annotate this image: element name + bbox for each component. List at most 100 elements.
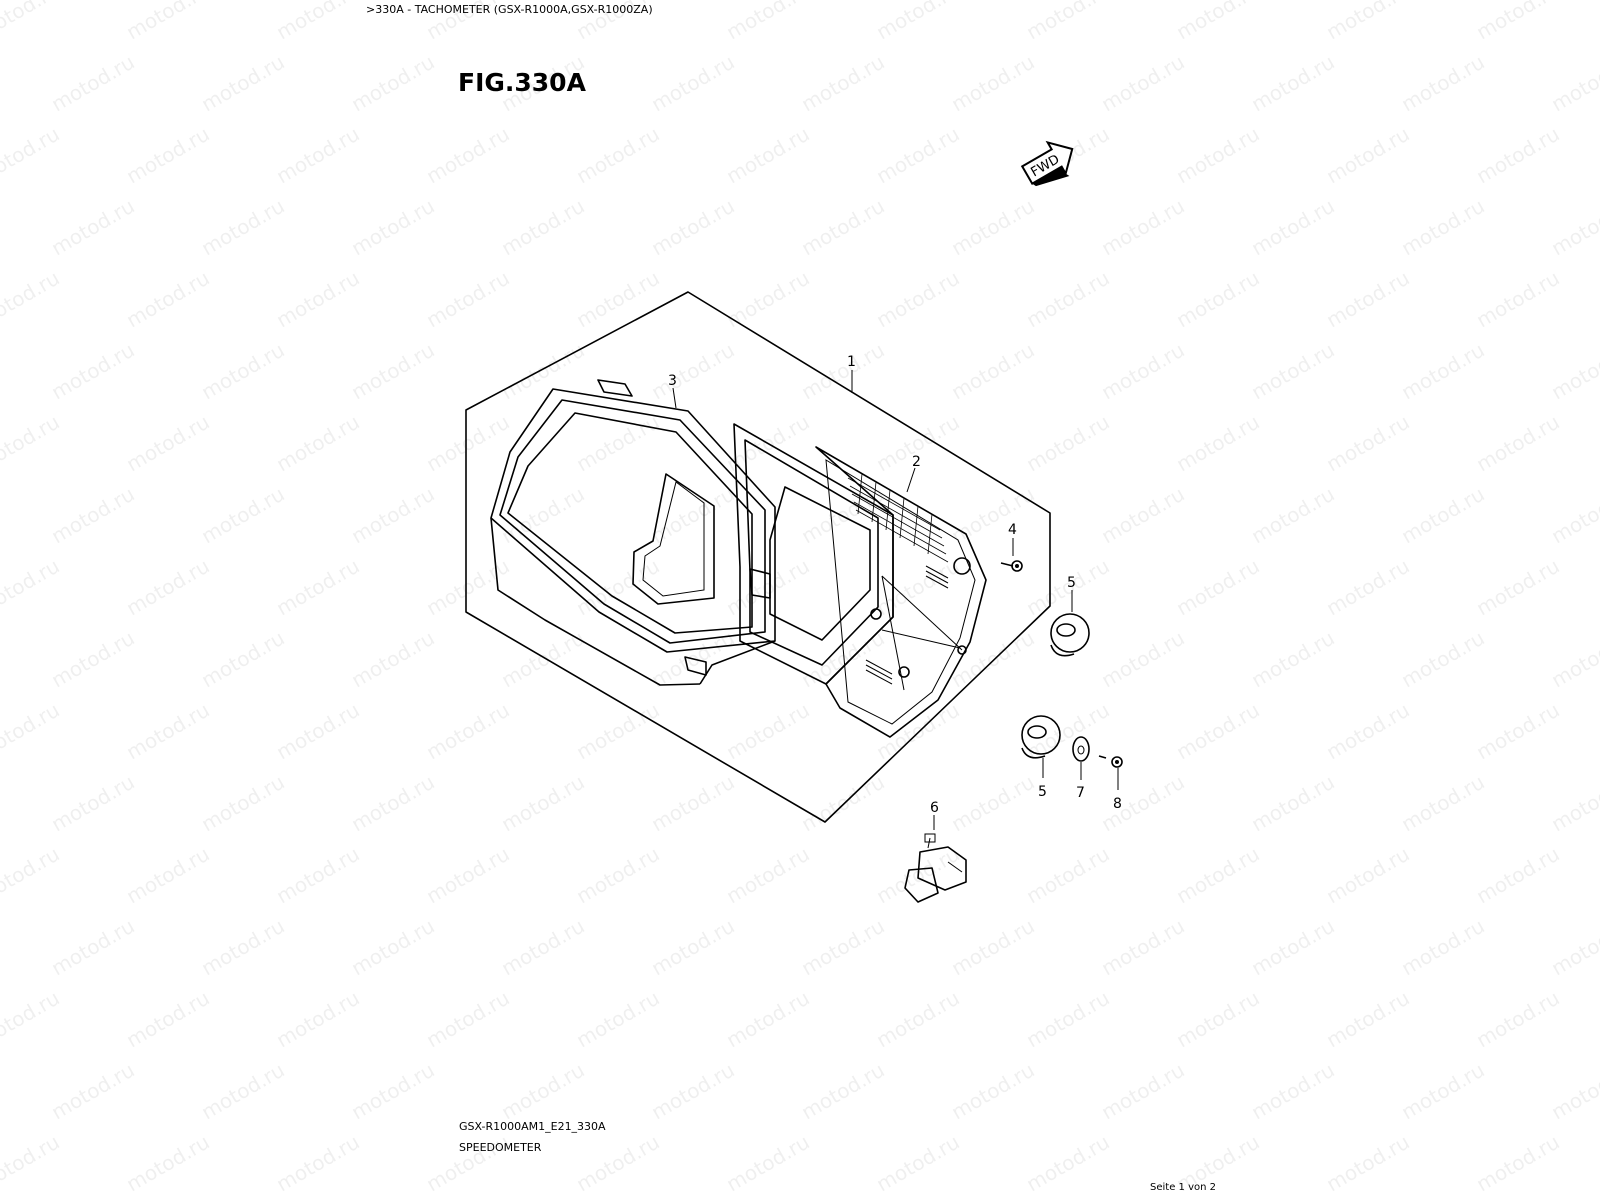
watermark-text: motod.ru (272, 266, 363, 333)
watermark-text: motod.ru (0, 986, 64, 1053)
watermark-text: motod.ru (497, 50, 588, 117)
watermark-text: motod.ru (347, 194, 438, 261)
watermark-text: motod.ru (1097, 338, 1188, 405)
watermark-text: motod.ru (572, 122, 663, 189)
watermark-text: motod.ru (872, 554, 963, 621)
watermark-text: motod.ru (197, 482, 288, 549)
watermark-text: motod.ru (797, 914, 888, 981)
watermark-text: motod.ru (1322, 842, 1413, 909)
watermark-text: motod.ru (197, 50, 288, 117)
watermark-text: motod.ru (47, 338, 138, 405)
watermark-text: motod.ru (1322, 554, 1413, 621)
watermark-text: motod.ru (647, 338, 738, 405)
callout-5-lower: 5 (1038, 784, 1047, 800)
watermark-text: motod.ru (722, 0, 813, 44)
watermark-text: motod.ru (1547, 770, 1600, 837)
watermark-text: motod.ru (872, 266, 963, 333)
watermark-text: motod.ru (272, 122, 363, 189)
callout-8: 8 (1113, 796, 1122, 812)
figure-title: FIG.330A (458, 68, 586, 97)
watermark-text: motod.ru (1322, 122, 1413, 189)
watermark-text: motod.ru (272, 410, 363, 477)
watermark-text: motod.ru (1022, 0, 1113, 44)
watermark-text: motod.ru (1097, 482, 1188, 549)
watermark-text: motod.ru (572, 1130, 663, 1197)
watermark-text: motod.ru (497, 626, 588, 693)
watermark-text: motod.ru (272, 0, 363, 44)
watermark-text: motod.ru (1322, 698, 1413, 765)
screw-part-8 (1098, 755, 1123, 768)
watermark-text: motod.ru (272, 554, 363, 621)
watermark-text: motod.ru (1397, 338, 1488, 405)
watermark-text: motod.ru (0, 554, 64, 621)
screw-part-4 (1000, 560, 1023, 572)
watermark-text: motod.ru (122, 0, 213, 44)
watermark-text: motod.ru (1172, 554, 1263, 621)
watermark-text: motod.ru (347, 482, 438, 549)
callout-3: 3 (668, 373, 677, 389)
watermark-text: motod.ru (272, 986, 363, 1053)
page-number: Seite 1 von 2 (1150, 1182, 1216, 1193)
watermark-text: motod.ru (1397, 770, 1488, 837)
watermark-text: motod.ru (422, 410, 513, 477)
watermark-text: motod.ru (1397, 482, 1488, 549)
watermark-text: motod.ru (1097, 770, 1188, 837)
watermark-text: motod.ru (1397, 626, 1488, 693)
watermark-text: motod.ru (1172, 0, 1263, 44)
watermark-text: motod.ru (1397, 1058, 1488, 1125)
watermark-text: motod.ru (947, 770, 1038, 837)
watermark-text: motod.ru (1397, 194, 1488, 261)
watermark-text: motod.ru (422, 0, 513, 44)
watermark-text: motod.ru (797, 770, 888, 837)
watermark-text: motod.ru (47, 194, 138, 261)
callout-1: 1 (847, 354, 856, 370)
watermark-text: motod.ru (722, 122, 813, 189)
grommet-part-5-lower (1021, 715, 1061, 759)
watermark-text: motod.ru (422, 1130, 513, 1197)
watermark-text: motod.ru (572, 986, 663, 1053)
watermark-text: motod.ru (1547, 626, 1600, 693)
watermark-text: motod.ru (422, 122, 513, 189)
watermark-text: motod.ru (722, 842, 813, 909)
watermark-text: motod.ru (1472, 122, 1563, 189)
watermark-text: motod.ru (122, 698, 213, 765)
assembly-boundary (465, 291, 1051, 823)
watermark-text: motod.ru (947, 914, 1038, 981)
watermark-text: motod.ru (1247, 50, 1338, 117)
breadcrumb: >330A - TACHOMETER (GSX-R1000A,GSX-R1000… (366, 3, 653, 16)
leader-lines (672, 370, 1119, 830)
watermark-text: motod.ru (1172, 986, 1263, 1053)
watermark-text: motod.ru (1472, 698, 1563, 765)
watermark-text: motod.ru (1472, 554, 1563, 621)
watermark-text: motod.ru (722, 266, 813, 333)
watermark-text: motod.ru (0, 410, 64, 477)
watermark-text: motod.ru (1247, 770, 1338, 837)
watermark-text: motod.ru (422, 842, 513, 909)
watermark-text: motod.ru (1247, 914, 1338, 981)
watermark-text: motod.ru (572, 410, 663, 477)
callout-2-label: 2 (912, 454, 921, 470)
grommet-part-5-upper (1050, 613, 1090, 657)
watermark-text: motod.ru (1247, 626, 1338, 693)
watermark-text: motod.ru (1322, 410, 1413, 477)
watermark-text: motod.ru (1247, 482, 1338, 549)
watermark-text: motod.ru (47, 482, 138, 549)
watermark-text: motod.ru (1022, 842, 1113, 909)
watermark-text: motod.ru (572, 842, 663, 909)
watermark-text: motod.ru (122, 554, 213, 621)
watermark-text: motod.ru (422, 698, 513, 765)
watermark-text: motod.ru (1247, 1058, 1338, 1125)
watermark-text: motod.ru (647, 1058, 738, 1125)
watermark-text: motod.ru (647, 50, 738, 117)
watermark-text: motod.ru (422, 986, 513, 1053)
watermark-text: motod.ru (422, 554, 513, 621)
watermark-text: motod.ru (1022, 1130, 1113, 1197)
watermark-text: motod.ru (1022, 986, 1113, 1053)
watermark-text: motod.ru (0, 698, 64, 765)
watermark-text: motod.ru (1397, 914, 1488, 981)
callout-4: 4 (1008, 522, 1017, 538)
watermark-text: motod.ru (122, 410, 213, 477)
watermark-text: motod.ru (722, 698, 813, 765)
watermark-text: motod.ru (47, 626, 138, 693)
